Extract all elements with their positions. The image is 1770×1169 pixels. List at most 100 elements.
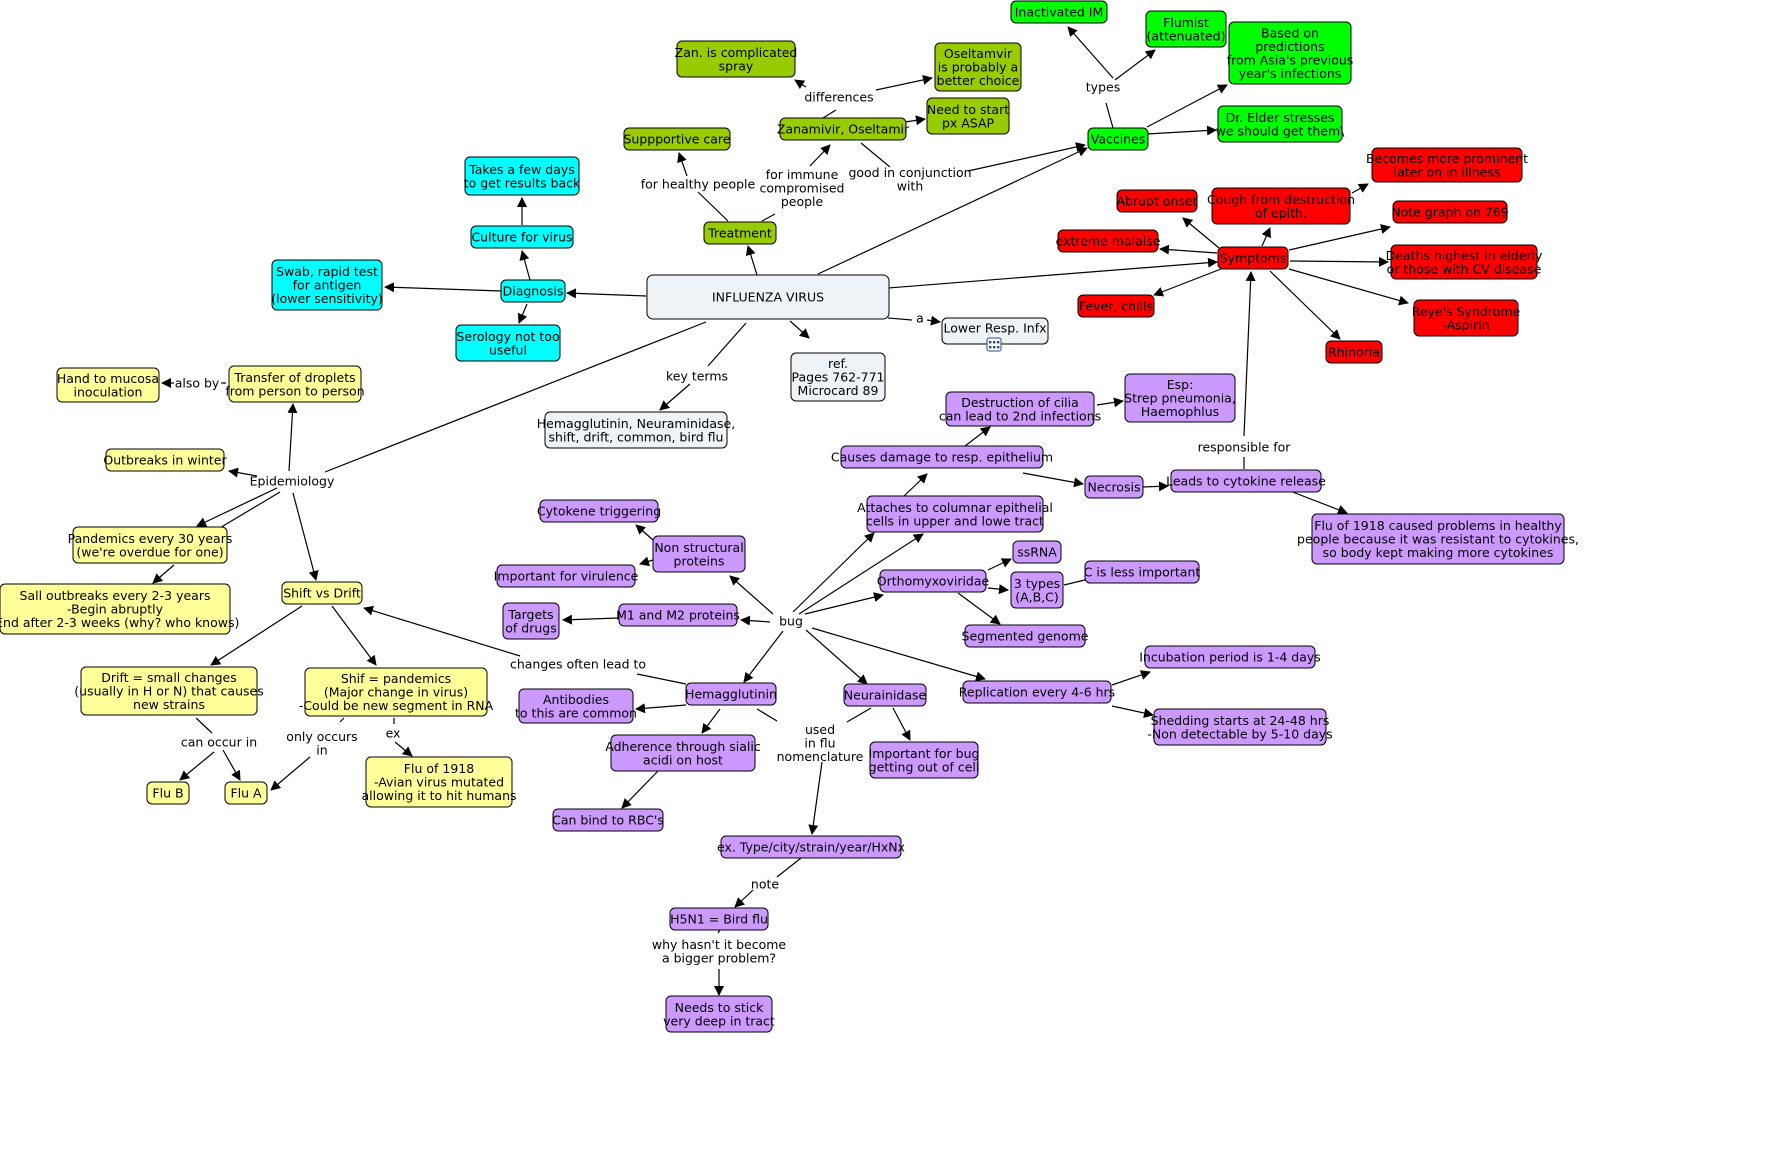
concept-node-box[interactable] — [1170, 469, 1322, 493]
concept-node-neuraminidase[interactable]: Neurainidase — [843, 683, 927, 707]
concept-node-drift[interactable]: Drift = small changes(usually in H or N)… — [74, 666, 264, 716]
concept-node-box[interactable] — [1211, 187, 1351, 225]
concept-node-box[interactable] — [934, 42, 1022, 92]
concept-node-cytokene-trig[interactable]: Cytokene triggering — [537, 499, 661, 523]
concept-node-box[interactable] — [964, 624, 1086, 648]
concept-node-flu-b[interactable]: Flu B — [146, 781, 190, 805]
concept-node-shedding[interactable]: Shedding starts at 24-48 hrs-Non detecta… — [1147, 708, 1333, 746]
concept-node-ssrna[interactable]: ssRNA — [1012, 540, 1062, 564]
concept-node-box[interactable] — [224, 781, 268, 805]
concept-node-box[interactable] — [228, 365, 362, 403]
concept-node-box[interactable] — [1144, 645, 1316, 669]
concept-node-box[interactable] — [652, 535, 746, 573]
concept-node-box[interactable] — [610, 734, 756, 772]
concept-node-outbreaks[interactable]: Outbreaks in winter — [103, 448, 227, 472]
concept-node-orthomyxo[interactable]: Orthomyxoviridae — [877, 569, 990, 593]
concept-node-h5n1[interactable]: H5N1 = Bird flu — [669, 907, 769, 931]
concept-node-box[interactable] — [1010, 0, 1108, 24]
concept-node-box[interactable] — [843, 683, 927, 707]
concept-node-box[interactable] — [866, 495, 1044, 533]
concept-node-box[interactable] — [665, 995, 773, 1033]
concept-node-box[interactable] — [1084, 475, 1144, 499]
concept-node-important-virulence[interactable]: Important for virulence — [494, 564, 639, 588]
concept-node-box[interactable] — [552, 808, 664, 832]
concept-node-malaise[interactable]: extreme malaise — [1056, 229, 1161, 253]
concept-node-esp[interactable]: Esp:Strep pneumonia,Haemophlus — [1124, 373, 1236, 423]
concept-node-diagnosis[interactable]: Diagnosis — [500, 279, 566, 303]
concept-node-box[interactable] — [945, 391, 1095, 427]
concept-node-box[interactable] — [1371, 147, 1523, 183]
concept-node-box[interactable] — [455, 324, 561, 362]
concept-node-note-graph[interactable]: Note graph on 769 — [1391, 200, 1509, 224]
concept-node-box[interactable] — [1413, 299, 1519, 337]
concept-node-box[interactable] — [1010, 571, 1064, 609]
concept-node-box[interactable] — [1217, 246, 1289, 270]
concept-node-box[interactable] — [1116, 189, 1198, 213]
concept-node-box[interactable] — [879, 569, 987, 593]
concept-node-reyes[interactable]: Reye's Syndrome-Aspirin — [1412, 299, 1521, 337]
concept-node-m1m2[interactable]: M1 and M2 proteins — [616, 603, 740, 627]
concept-node-rbc[interactable]: Can bind to RBC's — [552, 808, 664, 832]
concept-node-box[interactable] — [1145, 10, 1227, 48]
concept-node-fever[interactable]: Fever, chills — [1077, 294, 1155, 318]
concept-node-shift-drift[interactable]: Shift vs Drift — [281, 581, 363, 605]
concept-node-culture[interactable]: Culture for virus — [470, 225, 574, 249]
concept-node-inactivated[interactable]: Inactivated IM — [1010, 0, 1108, 24]
concept-node-box[interactable] — [80, 666, 258, 716]
concept-node-box[interactable] — [271, 259, 383, 311]
concept-node-cytokine-release[interactable]: Leads to cytokine release — [1166, 469, 1326, 493]
concept-node-box[interactable] — [790, 352, 886, 402]
concept-node-box[interactable] — [1228, 21, 1352, 85]
concept-node-center[interactable]: INFLUENZA VIRUS — [646, 274, 890, 320]
concept-node-nomenclature[interactable]: ex. Type/city/strain/year/HxNx — [717, 835, 905, 859]
concept-node-box[interactable] — [926, 97, 1010, 135]
concept-node-treatment[interactable]: Treatment — [703, 221, 777, 245]
concept-node-incubation[interactable]: Incubation period is 1-4 days — [1139, 645, 1321, 669]
concept-node-small-outbreaks[interactable]: Sall outbreaks every 2-3 years-Begin abr… — [0, 583, 239, 635]
concept-node-box[interactable] — [56, 367, 160, 403]
concept-node-box[interactable] — [518, 688, 634, 724]
concept-node-three-types[interactable]: 3 types(A,B,C) — [1010, 571, 1064, 609]
concept-node-symptoms[interactable]: Symptoms — [1217, 246, 1289, 270]
concept-node-box[interactable] — [1311, 513, 1565, 565]
concept-node-box[interactable] — [1087, 127, 1149, 151]
concept-node-box[interactable] — [646, 274, 890, 320]
concept-node-key-terms-box[interactable]: Hemagglutinin, Neuraminidase,shift, drif… — [537, 411, 735, 449]
concept-node-box[interactable] — [1084, 560, 1200, 584]
concept-node-box[interactable] — [720, 835, 902, 859]
concept-node-flumist[interactable]: Flumist(attenuated) — [1145, 10, 1227, 48]
concept-node-box[interactable] — [281, 581, 363, 605]
concept-node-box[interactable] — [304, 667, 488, 717]
concept-node-box[interactable] — [464, 156, 580, 196]
concept-node-box[interactable] — [0, 583, 231, 635]
concept-node-box[interactable] — [496, 564, 636, 588]
concept-node-box[interactable] — [703, 221, 777, 245]
concept-node-box[interactable] — [623, 127, 731, 151]
concept-node-box[interactable] — [869, 741, 979, 779]
concept-node-box[interactable] — [1153, 708, 1327, 746]
concept-node-box[interactable] — [470, 225, 574, 249]
concept-node-box[interactable] — [840, 445, 1044, 469]
concept-node-box[interactable] — [1392, 200, 1508, 224]
concept-node-necrosis[interactable]: Necrosis — [1084, 475, 1144, 499]
concept-node-box[interactable] — [1217, 105, 1343, 143]
concept-node-abrupt[interactable]: Abrupt onset — [1116, 189, 1198, 213]
concept-node-box[interactable] — [500, 279, 566, 303]
concept-node-supportive[interactable]: Suppportive care — [623, 127, 731, 151]
concept-node-box[interactable] — [105, 448, 225, 472]
